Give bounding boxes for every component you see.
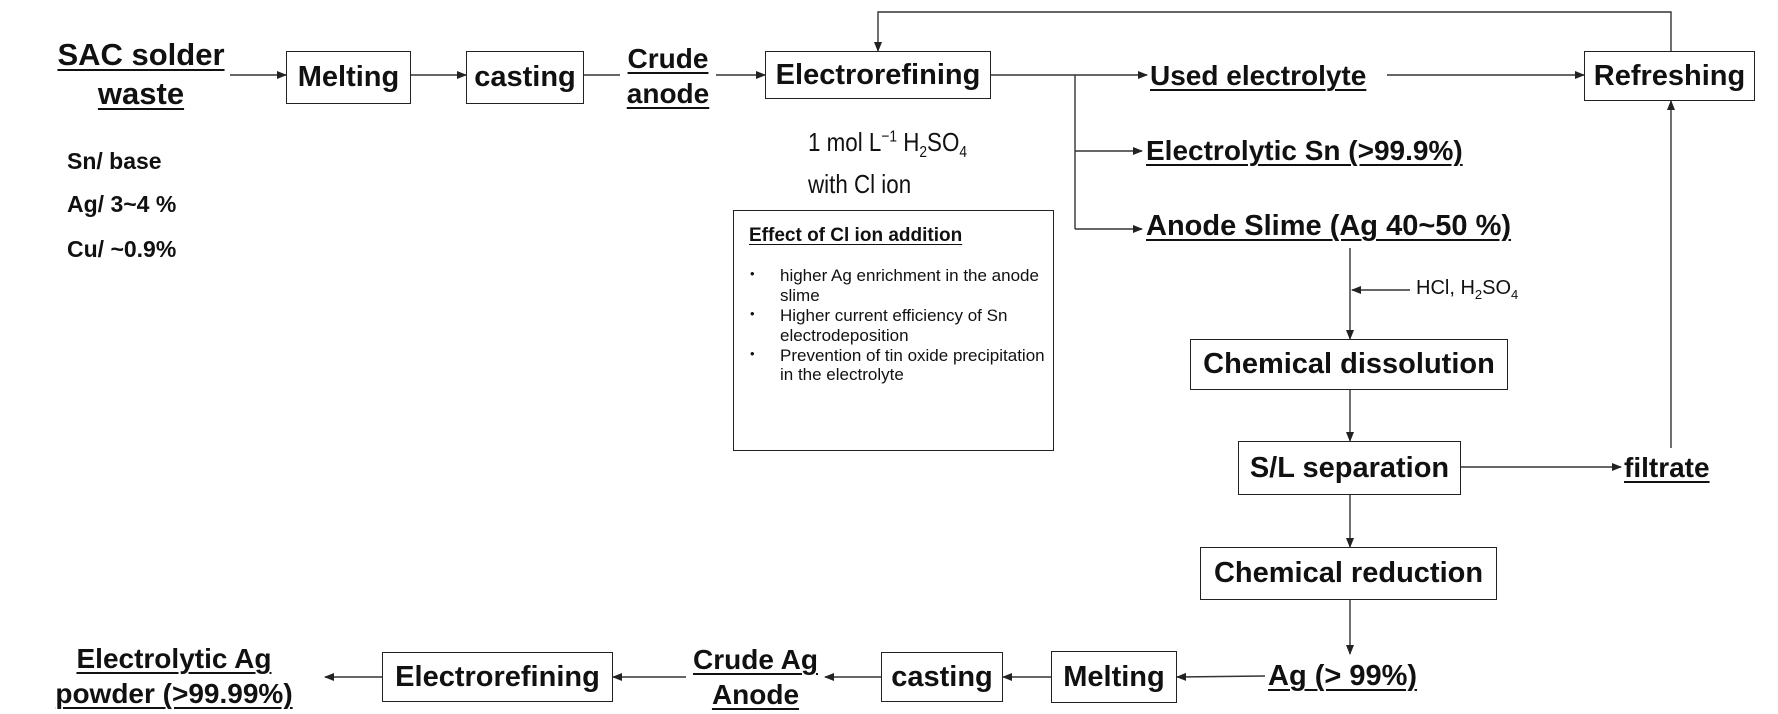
feed-title-line1: SAC solder — [57, 37, 225, 72]
crude-anode-label: Crude anode — [620, 41, 716, 111]
melting-box: Melting — [286, 51, 411, 104]
feed-title-line2: waste — [97, 75, 185, 111]
used-electrolyte-label: Used electrolyte — [1150, 60, 1367, 91]
crude-anode-line2: anode — [626, 78, 710, 109]
feed-label: SAC solder waste — [48, 36, 234, 114]
reagent-label: HCl, H2SO4 — [1416, 277, 1519, 302]
casting-box: casting — [466, 51, 584, 104]
effect-note-box: Effect of Cl ion addition higher Ag enri… — [733, 210, 1054, 451]
refreshing-box: Refreshing — [1584, 51, 1755, 101]
effect-list: higher Ag enrichment in the anode slime … — [748, 266, 1048, 385]
sl-separation-box: S/L separation — [1238, 441, 1461, 495]
crude-ag-anode-line1: Crude Ag — [693, 644, 818, 675]
condition-line1: 1 mol L−1 H2SO4 — [808, 127, 968, 162]
composition-sn: Sn/ base — [67, 148, 162, 174]
ag-product-label: Ag (> 99%) — [1268, 660, 1418, 692]
electrorefining-box: Electrorefining — [765, 51, 991, 99]
crude-ag-anode-label: Crude Ag Anode — [686, 642, 825, 712]
final-product-line2: powder (>99.99%) — [55, 678, 293, 709]
chemical-dissolution-box: Chemical dissolution — [1190, 339, 1508, 390]
electrorefining-box-2: Electrorefining — [382, 652, 613, 702]
crude-anode-line1: Crude — [627, 43, 709, 74]
effect-item: Higher current efficiency of Sn electrod… — [748, 306, 1048, 346]
composition-ag: Ag/ 3~4 % — [67, 191, 177, 217]
electrorefining-conditions: 1 mol L−1 H2SO4 with Cl ion — [808, 123, 967, 204]
effect-item: Prevention of tin oxide precipitation in… — [748, 346, 1048, 386]
condition-line2: with Cl ion — [808, 169, 912, 200]
anode-slime-label: Anode Slime (Ag 40~50 %) — [1146, 210, 1512, 242]
electrolytic-sn-label: Electrolytic Sn (>99.9%) — [1146, 135, 1463, 166]
final-product-label: Electrolytic Ag powder (>99.99%) — [30, 641, 318, 711]
final-product-line1: Electrolytic Ag — [76, 643, 272, 674]
melting-box-2: Melting — [1051, 651, 1177, 703]
arrow-ag-to-melting — [1176, 672, 1266, 681]
chemical-reduction-box: Chemical reduction — [1200, 547, 1497, 600]
effect-title: Effect of Cl ion addition — [749, 225, 963, 246]
filtrate-label: filtrate — [1624, 452, 1710, 483]
crude-ag-anode-line2: Anode — [711, 679, 800, 710]
loop-refreshing-to-electrorefining — [874, 11, 1672, 57]
casting-box-2: casting — [881, 652, 1003, 702]
composition-cu: Cu/ ~0.9% — [67, 236, 177, 262]
effect-item: higher Ag enrichment in the anode slime — [748, 266, 1048, 306]
